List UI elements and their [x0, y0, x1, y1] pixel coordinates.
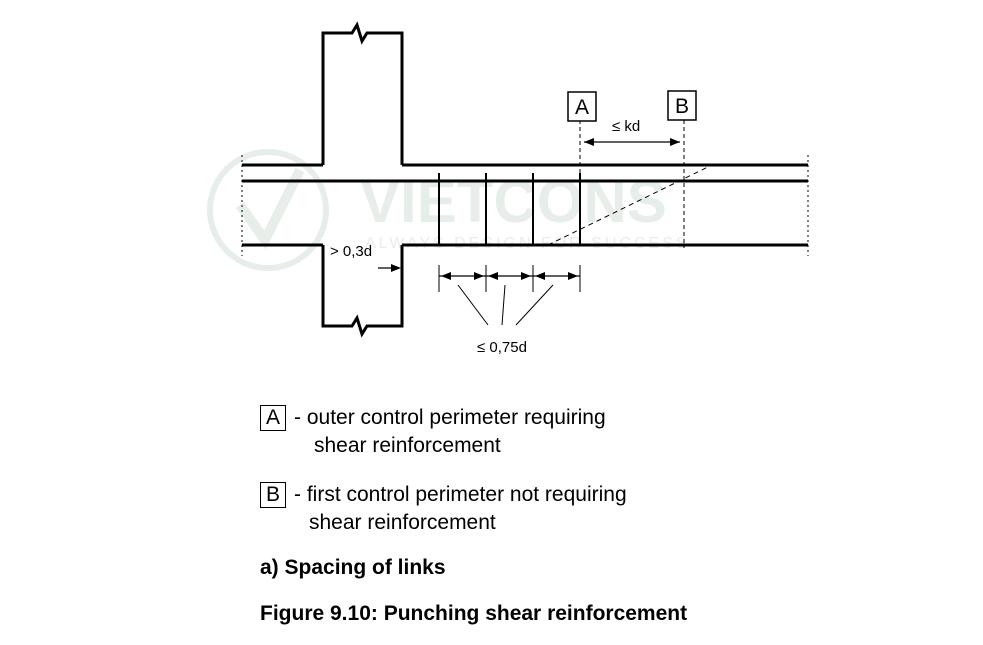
punching-shear-diagram: VIETCONS ALWAYS DESIGN FOR SUCCESS [207, 21, 809, 356]
dim-03d-label: > 0,3d [330, 243, 372, 260]
legend-b-line1: - first control perimeter not requiring [294, 483, 627, 506]
leader-1 [457, 284, 489, 326]
label-a: A [575, 96, 589, 119]
watermark-text: VIETCONS [360, 168, 667, 235]
punching-failure-line [547, 164, 713, 246]
figure-caption: Figure 9.10: Punching shear reinforcemen… [260, 602, 688, 625]
label-b-box [667, 90, 697, 121]
upper-column [321, 21, 404, 165]
label-b: B [675, 95, 689, 118]
dim-kd-arrow-right [670, 138, 680, 146]
dim-075d-label: ≤ 0,75d [477, 339, 527, 356]
legend-key-b: B [260, 482, 287, 508]
label-a-box [567, 91, 597, 122]
legend-b-line2: shear reinforcement [309, 511, 496, 534]
subfigure-caption: a) Spacing of links [260, 556, 446, 579]
leader-3 [515, 284, 554, 326]
leader-2 [501, 284, 506, 326]
lower-column [321, 245, 404, 338]
dim-03d-arrowhead [391, 264, 401, 272]
dim-kd-label: ≤ kd [612, 118, 640, 135]
legend-item-b: B - first control perimeter not requiring… [260, 481, 627, 537]
dim-kd-arrow-left [584, 138, 594, 146]
watermark: VIETCONS ALWAYS DESIGN FOR SUCCESS [207, 149, 687, 271]
legend-item-a: A - outer control perimeter requiring she… [260, 404, 606, 460]
legend-key-a: A [260, 405, 287, 431]
legend-a-line1: - outer control perimeter requiring [294, 406, 606, 429]
legend-a-line2: shear reinforcement [314, 434, 501, 457]
dim-075d-arrowheads [441, 272, 578, 280]
